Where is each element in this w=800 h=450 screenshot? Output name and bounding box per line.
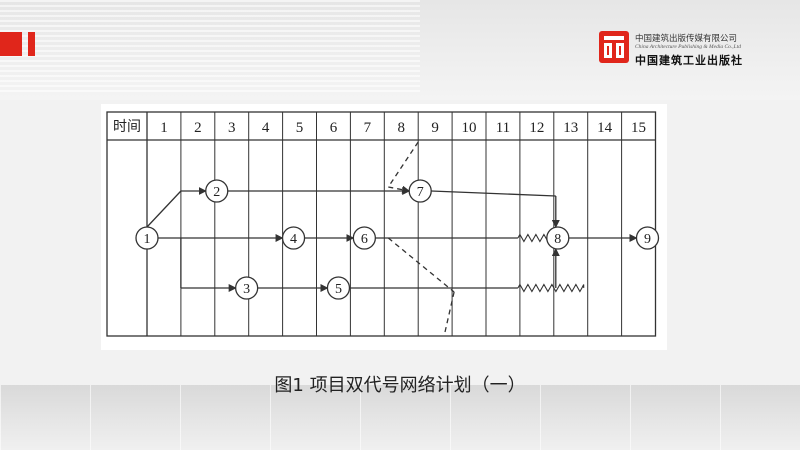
event-node [408, 179, 432, 203]
event-node-label: 9 [644, 232, 651, 247]
event-node-label: 2 [213, 185, 220, 200]
dummy-to-node-7 [388, 185, 411, 194]
accent-bar [0, 32, 22, 56]
time-header-label: 时间 [113, 119, 141, 135]
event-node [635, 226, 660, 250]
event-node-label: 5 [335, 282, 342, 297]
event-node [352, 226, 377, 250]
column-number-label: 6 [330, 120, 338, 136]
event-node [546, 226, 570, 250]
event-node [326, 276, 351, 300]
event-node-label: 6 [361, 232, 368, 247]
event-node-label: 7 [417, 185, 424, 200]
event-node [234, 276, 259, 300]
figure-caption: 图1 项目双代号网络计划（一） [274, 375, 526, 396]
column-number-label: 10 [462, 120, 477, 136]
publisher-logo: 中国建筑出版传媒有限公司 China Architecture Publishi… [598, 30, 798, 70]
column-number-label: 12 [529, 120, 544, 136]
column-number-label: 3 [228, 120, 236, 136]
edge-7-8 [431, 190, 556, 197]
edge-5-8-float [517, 283, 585, 293]
event-node [135, 226, 159, 250]
publisher-name-cn: 中国建筑出版传媒有限公司 [635, 34, 738, 44]
dummy-lower-slant [443, 291, 455, 337]
publisher-name-en: China Architecture Publishing & Media Co… [635, 44, 741, 50]
column-number-label: 1 [160, 120, 168, 136]
grid-frame [106, 111, 657, 337]
event-node-label: 8 [554, 232, 561, 247]
event-node [281, 226, 306, 250]
column-number-label: 7 [364, 120, 372, 136]
column-number-label: 4 [262, 120, 270, 136]
accent-bar-small [28, 32, 35, 56]
event-node [205, 179, 229, 203]
event-node-label: 3 [243, 282, 250, 297]
floor-lines [0, 385, 800, 450]
event-node-label: 1 [144, 232, 151, 247]
edge-6-8-float [517, 233, 551, 243]
event-node-label: 4 [290, 232, 297, 247]
column-number-label: 5 [296, 120, 304, 136]
column-number-label: 9 [431, 120, 439, 136]
network-edges [146, 141, 638, 337]
column-number-label: 8 [398, 120, 406, 136]
edge-1-2-connector [146, 190, 182, 228]
publisher-brand: 中国建筑工业出版社 [635, 54, 743, 67]
column-number-label: 14 [597, 120, 613, 136]
column-number-label: 15 [631, 120, 646, 136]
column-number-label: 13 [563, 120, 578, 136]
background-stripes [0, 0, 420, 95]
column-number-label: 11 [496, 120, 510, 136]
publisher-emblem-icon [599, 31, 629, 63]
dummy-mid-slant [387, 237, 455, 293]
network-nodes: 1 2 3 4 5 6 7 8 9 [135, 179, 660, 300]
dummy-top-slant [387, 141, 419, 188]
column-number-label: 2 [194, 120, 202, 136]
